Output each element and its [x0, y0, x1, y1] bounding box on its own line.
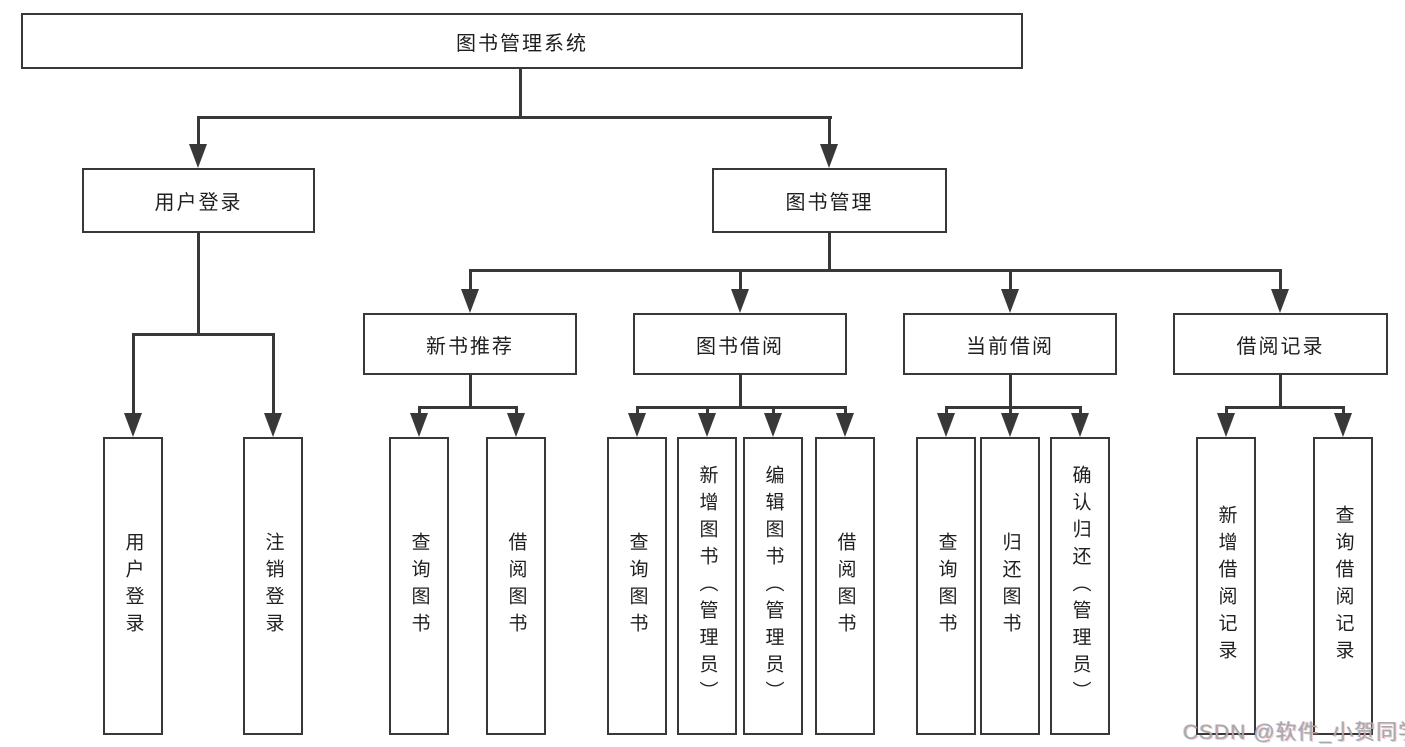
node-label: 新增借阅记录	[1215, 505, 1237, 667]
leaf-query-books: 查询图书	[389, 437, 449, 735]
connector-line	[1009, 406, 1012, 415]
node-label: 查询图书	[408, 532, 430, 640]
connector-line	[1225, 406, 1345, 409]
leaf-user-login: 用户登录	[103, 437, 163, 735]
connector-line	[197, 116, 832, 119]
connector-arrowhead-down	[1217, 413, 1235, 437]
connector-line	[469, 269, 1282, 272]
leaf-query-books: 查询图书	[916, 437, 976, 735]
connector-arrowhead-down	[1001, 289, 1019, 313]
connector-line	[636, 406, 847, 409]
connector-line	[828, 116, 831, 146]
connector-line	[1279, 269, 1282, 291]
node-book-management: 图书管理	[712, 168, 947, 233]
connector-line	[515, 406, 518, 415]
node-label: 图书管理系统	[456, 32, 588, 55]
connector-arrowhead-down	[836, 413, 854, 437]
leaf-query-books: 查询图书	[607, 437, 667, 735]
connector-arrowhead-down	[628, 413, 646, 437]
node-label: 借阅图书	[834, 532, 856, 640]
connector-arrowhead-down	[410, 413, 428, 437]
node-library-management-system: 图书管理系统	[21, 13, 1023, 69]
leaf-borrow-books: 借阅图书	[486, 437, 546, 735]
node-current-borrowing: 当前借阅	[903, 313, 1117, 375]
connector-line	[418, 406, 518, 409]
connector-line	[418, 406, 421, 415]
node-label: 查询借阅记录	[1332, 505, 1354, 667]
node-borrowing-records: 借阅记录	[1173, 313, 1388, 375]
connector-line	[828, 233, 831, 271]
csdn-watermark: CSDN @软件_小贺同学	[1183, 721, 1405, 744]
connector-arrowhead-down	[1001, 413, 1019, 437]
node-label: 图书管理	[785, 192, 874, 214]
node-label: 图书借阅	[696, 335, 784, 358]
connector-line	[132, 333, 275, 336]
connector-arrowhead-down	[820, 144, 838, 168]
node-label: 查询图书	[935, 532, 957, 640]
connector-arrowhead-down	[698, 413, 716, 437]
connector-line	[272, 333, 275, 413]
node-label: 用户登录	[122, 532, 144, 640]
connector-arrowhead-down	[937, 413, 955, 437]
connector-arrowhead-down	[461, 289, 479, 313]
connector-line	[706, 406, 709, 415]
connector-arrowhead-down	[189, 144, 207, 168]
connector-line	[945, 406, 948, 415]
connector-line	[1342, 406, 1345, 415]
connector-arrowhead-down	[507, 413, 525, 437]
connector-arrowhead-down	[764, 413, 782, 437]
connector-line	[772, 406, 775, 415]
connector-line	[197, 233, 200, 336]
node-label: 编辑图书（管理员）	[762, 464, 784, 708]
node-label: 借阅图书	[505, 532, 527, 640]
connector-line	[739, 269, 742, 291]
connector-line	[469, 375, 472, 409]
connector-line	[1225, 406, 1228, 415]
node-label: 查询图书	[626, 532, 648, 640]
connector-line	[739, 375, 742, 409]
node-label: 借阅记录	[1236, 335, 1325, 358]
leaf-add-books-admin: 新增图书（管理员）	[677, 437, 737, 735]
node-label: 当前借阅	[966, 335, 1054, 358]
node-label: 用户登录	[154, 192, 243, 214]
node-new-book-recommendation: 新书推荐	[363, 313, 577, 375]
connector-line	[1079, 406, 1082, 415]
connector-line	[197, 116, 200, 146]
connector-line	[945, 406, 1082, 409]
connector-arrowhead-down	[264, 413, 282, 437]
connector-line	[1009, 375, 1012, 409]
leaf-borrow-books: 借阅图书	[815, 437, 875, 735]
leaf-return-books: 归还图书	[980, 437, 1040, 735]
connector-arrowhead-down	[124, 413, 142, 437]
node-label: 归还图书	[999, 532, 1021, 640]
leaf-logout: 注销登录	[243, 437, 303, 735]
connector-line	[844, 406, 847, 415]
leaf-query-borrow-record: 查询借阅记录	[1313, 437, 1373, 735]
node-label: 新书推荐	[426, 335, 514, 358]
node-label: 新增图书（管理员）	[696, 464, 718, 708]
connector-arrowhead-down	[1071, 413, 1089, 437]
connector-arrowhead-down	[731, 289, 749, 313]
connector-line	[519, 69, 522, 119]
node-label: 确认归还（管理员）	[1069, 464, 1091, 708]
node-book-borrowing: 图书借阅	[633, 313, 847, 375]
leaf-add-borrow-record: 新增借阅记录	[1196, 437, 1256, 735]
connector-line	[469, 269, 472, 291]
connector-arrowhead-down	[1271, 289, 1289, 313]
connector-line	[132, 333, 135, 413]
connector-arrowhead-down	[1334, 413, 1352, 437]
leaf-confirm-return-admin: 确认归还（管理员）	[1050, 437, 1110, 735]
leaf-edit-books-admin: 编辑图书（管理员）	[743, 437, 803, 735]
connector-line	[1279, 375, 1282, 409]
connector-line	[636, 406, 639, 415]
node-user-login: 用户登录	[82, 168, 315, 233]
connector-line	[1009, 269, 1012, 291]
node-label: 注销登录	[262, 532, 284, 640]
